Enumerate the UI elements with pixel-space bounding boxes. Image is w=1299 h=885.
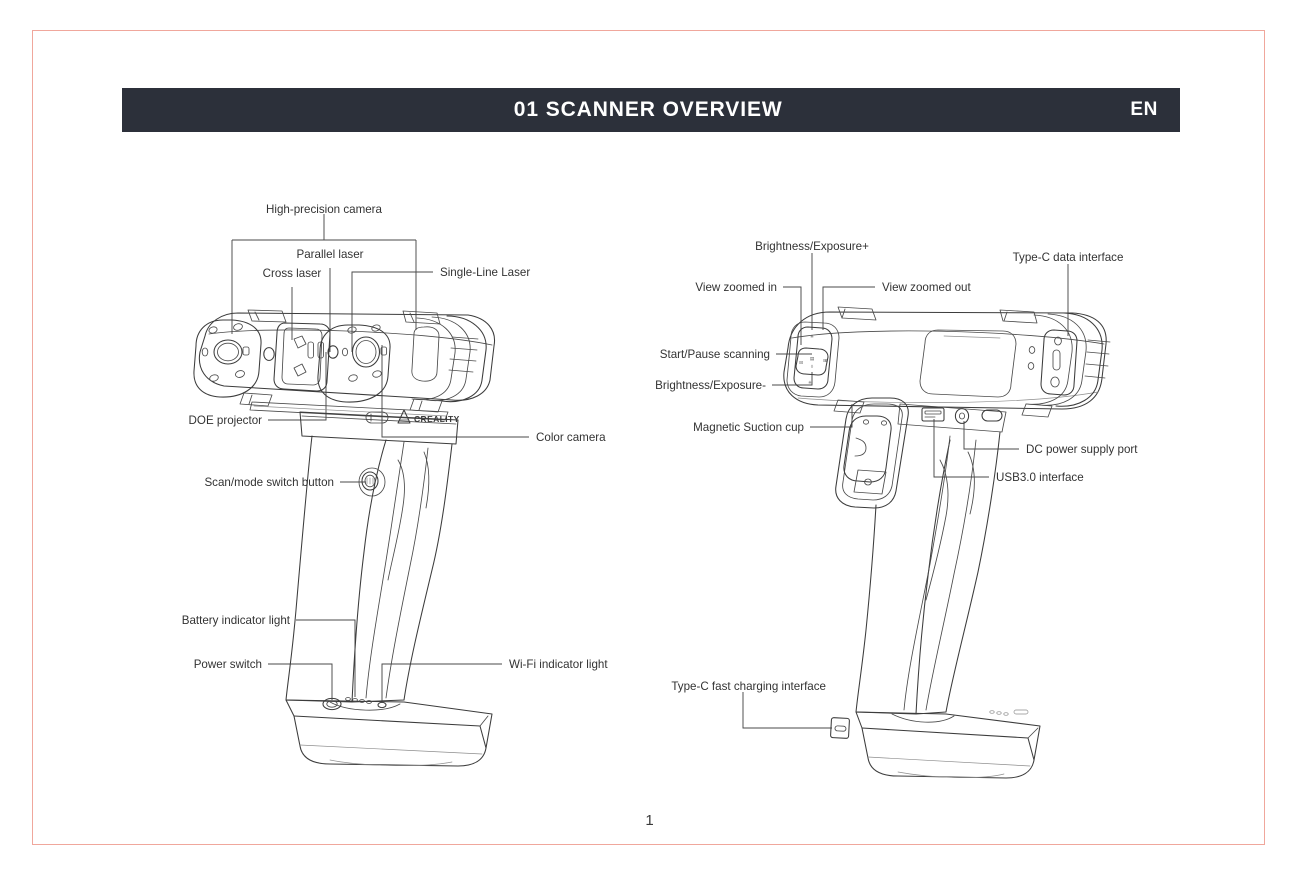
side-view-leaders	[742, 253, 1069, 729]
page-number: 1	[645, 812, 654, 829]
label-battery-indicator-light: Battery indicator light	[182, 614, 291, 627]
dock-indicator-row	[989, 709, 1029, 716]
side-oval-port[interactable]	[981, 409, 1003, 422]
page-border	[32, 30, 1265, 845]
label-doe-projector: DOE projector	[189, 414, 263, 427]
wifi-indicator-light	[377, 701, 387, 709]
scanner-side-view: Brightness/Exposure+ View zoomed in View…	[655, 240, 1138, 779]
label-usb3-interface: USB3.0 interface	[996, 471, 1084, 484]
label-view-zoomed-out: View zoomed out	[882, 281, 972, 294]
label-scan-mode-switch-button: Scan/mode switch button	[204, 476, 334, 489]
brand-wordmark: CREALITY	[414, 414, 460, 424]
side-view-handle	[855, 431, 1001, 715]
scanner-front-view: High-precision camera Parallel laser Cro…	[182, 203, 608, 767]
label-brightness-exposure-plus: Brightness/Exposure+	[755, 240, 869, 253]
side-view-base-dock	[830, 709, 1041, 779]
start-pause-glyph: ▤	[810, 356, 814, 361]
center-laser-panel	[273, 322, 331, 392]
magnetic-suction-cup	[835, 397, 909, 509]
control-pad[interactable]: ▤ ◊ ✳ ✳ ⊟ ⊞	[786, 321, 840, 398]
type-c-data-interface[interactable]	[1027, 329, 1078, 396]
label-type-c-data-interface: Type-C data interface	[1013, 251, 1124, 264]
page-title: 01 SCANNER OVERVIEW	[513, 98, 783, 121]
left-camera-module	[193, 319, 275, 398]
label-type-c-fast-charging-interface: Type-C fast charging interface	[671, 680, 826, 693]
label-high-precision-camera: High-precision camera	[266, 203, 383, 216]
label-brightness-exposure-minus: Brightness/Exposure-	[655, 379, 766, 392]
power-switch[interactable]	[322, 697, 342, 711]
side-view-port-cluster	[897, 403, 1007, 433]
label-start-pause-scanning: Start/Pause scanning	[660, 348, 770, 361]
label-cross-laser: Cross laser	[263, 267, 322, 280]
type-c-fast-charging-interface[interactable]	[830, 717, 850, 739]
front-view-scanner-head	[193, 309, 496, 421]
side-view-scanner-head: ▤ ◊ ✳ ✳ ⊟ ⊞	[783, 306, 1111, 418]
label-wifi-indicator-light: Wi-Fi indicator light	[509, 658, 608, 671]
language-badge: EN	[1130, 99, 1158, 120]
brightness-minus-glyph: ✳	[808, 380, 812, 385]
label-dc-power-supply-port: DC power supply port	[1026, 443, 1138, 456]
label-magnetic-suction-cup: Magnetic Suction cup	[693, 421, 804, 434]
dc-power-supply-port[interactable]	[954, 408, 970, 424]
label-power-switch: Power switch	[194, 658, 262, 671]
vent-ribs	[448, 336, 479, 373]
zoom-in-glyph: ⊟	[799, 360, 803, 365]
label-parallel-laser: Parallel laser	[296, 248, 363, 261]
right-camera-module	[317, 324, 391, 403]
zoom-out-glyph: ⊞	[823, 358, 827, 363]
front-view-base-dock	[285, 697, 493, 767]
label-view-zoomed-in: View zoomed in	[695, 281, 777, 294]
scan-mode-switch-button[interactable]	[358, 467, 386, 497]
brand-plate: CREALITY	[365, 409, 460, 424]
label-color-camera: Color camera	[536, 431, 606, 444]
section-header-bar: 01 SCANNER OVERVIEW EN	[122, 88, 1180, 132]
start-pause-sub-glyph: ◊	[811, 364, 814, 369]
battery-indicator-light	[345, 697, 372, 704]
label-single-line-laser: Single-Line Laser	[440, 266, 530, 279]
usb3-interface[interactable]	[921, 407, 945, 422]
front-view-handle: CREALITY	[285, 409, 460, 703]
brightness-plus-glyph: ✳	[810, 334, 814, 339]
